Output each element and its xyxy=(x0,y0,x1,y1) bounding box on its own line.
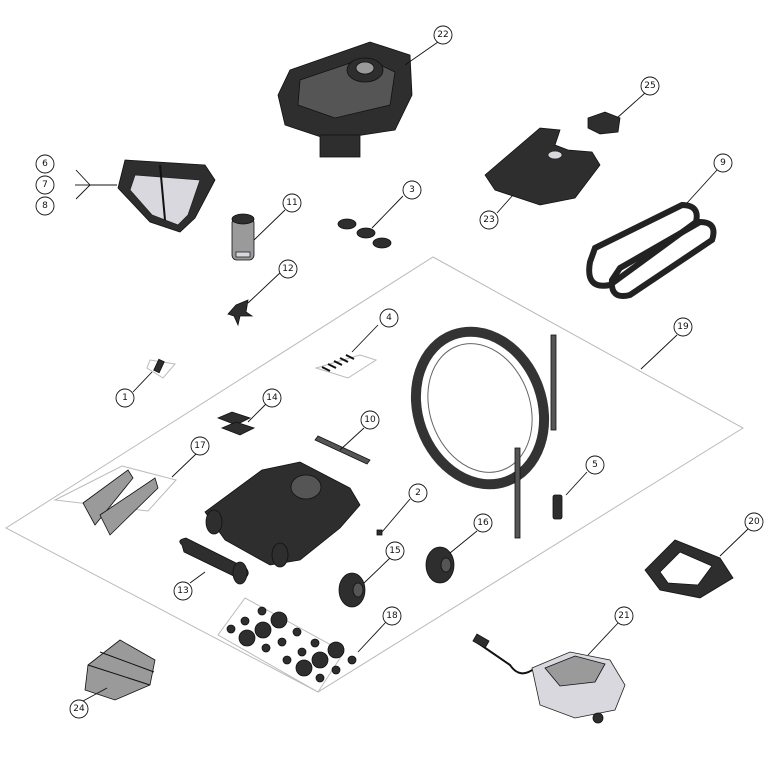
callout-label: 22 xyxy=(437,30,448,40)
callout-25[interactable]: 25 xyxy=(640,76,660,96)
part-swivel-connector xyxy=(552,494,563,520)
callout-label: 12 xyxy=(282,264,293,274)
callout-21[interactable]: 21 xyxy=(614,606,634,626)
callout-label: 1 xyxy=(122,393,128,403)
callout-13[interactable]: 13 xyxy=(173,581,193,601)
part-floating-cable xyxy=(410,326,557,539)
callout-22[interactable]: 22 xyxy=(433,25,453,45)
part-small-clip xyxy=(153,358,165,374)
callout-23[interactable]: 23 xyxy=(479,210,499,230)
part-clips-pair xyxy=(216,411,256,436)
kit-outline-19 xyxy=(5,256,744,693)
callout-label: 21 xyxy=(618,611,629,621)
callout-label: 14 xyxy=(266,393,278,403)
callout-label: 25 xyxy=(644,81,655,91)
part-top-cover xyxy=(484,127,601,206)
callout-4[interactable]: 4 xyxy=(379,308,399,328)
callout-20[interactable]: 20 xyxy=(744,512,764,532)
leader-lines xyxy=(75,41,749,702)
callout-label: 5 xyxy=(592,460,598,470)
callout-2[interactable]: 2 xyxy=(408,483,428,503)
part-tracks xyxy=(586,201,717,299)
callout-15[interactable]: 15 xyxy=(385,541,405,561)
callout-9[interactable]: 9 xyxy=(713,153,733,173)
callout-label: 10 xyxy=(364,415,376,425)
callout-7[interactable]: 7 xyxy=(35,175,55,195)
callout-label: 6 xyxy=(42,159,48,169)
part-rear-wheel xyxy=(425,546,455,584)
callout-label: 19 xyxy=(677,322,689,332)
part-chassis xyxy=(204,461,361,568)
part-front-wheel xyxy=(338,572,366,608)
callout-label: 13 xyxy=(177,586,188,596)
callout-24[interactable]: 24 xyxy=(69,699,89,719)
part-filter-basket xyxy=(117,159,216,233)
part-roller-brush xyxy=(179,537,249,585)
callout-label: 15 xyxy=(389,546,400,556)
part-screws-set xyxy=(321,354,355,372)
part-power-supply xyxy=(472,633,626,724)
kit-outline-4 xyxy=(314,354,378,379)
callout-5[interactable]: 5 xyxy=(585,455,605,475)
callout-11[interactable]: 11 xyxy=(282,193,302,213)
part-pva-brush xyxy=(84,639,156,701)
callout-17[interactable]: 17 xyxy=(190,436,210,456)
kit-outline-18 xyxy=(217,597,345,693)
callout-label: 24 xyxy=(73,704,85,714)
callout-label: 23 xyxy=(483,215,494,225)
callout-1[interactable]: 1 xyxy=(115,388,135,408)
callout-8[interactable]: 8 xyxy=(35,196,55,216)
part-washers xyxy=(337,218,392,249)
part-pump-motor xyxy=(231,213,255,261)
callout-10[interactable]: 10 xyxy=(360,410,380,430)
part-screw xyxy=(376,529,383,536)
callout-19[interactable]: 19 xyxy=(673,317,693,337)
callout-label: 17 xyxy=(194,441,205,451)
callout-label: 9 xyxy=(720,158,726,168)
part-brush-bar xyxy=(314,435,371,465)
callout-label: 20 xyxy=(748,517,760,527)
part-cover-latch xyxy=(587,111,621,135)
callout-label: 2 xyxy=(415,488,421,498)
part-upper-body xyxy=(277,41,413,158)
part-side-panels xyxy=(82,469,159,536)
callout-label: 4 xyxy=(386,313,392,323)
callout-12[interactable]: 12 xyxy=(278,259,298,279)
callout-18[interactable]: 18 xyxy=(382,606,402,626)
callout-label: 8 xyxy=(42,201,48,211)
callout-14[interactable]: 14 xyxy=(262,388,282,408)
part-handle xyxy=(644,539,734,599)
callout-3[interactable]: 3 xyxy=(402,180,422,200)
callout-label: 7 xyxy=(42,180,48,190)
callout-label: 11 xyxy=(286,198,297,208)
part-impeller xyxy=(227,299,254,327)
callout-16[interactable]: 16 xyxy=(473,513,493,533)
part-bearings-kit xyxy=(226,606,357,683)
callout-6[interactable]: 6 xyxy=(35,154,55,174)
kit-outline-17 xyxy=(53,465,177,512)
callout-label: 3 xyxy=(409,185,415,195)
callout-label: 16 xyxy=(477,518,489,528)
callout-label: 18 xyxy=(386,611,398,621)
kit-outline-1 xyxy=(146,359,176,379)
